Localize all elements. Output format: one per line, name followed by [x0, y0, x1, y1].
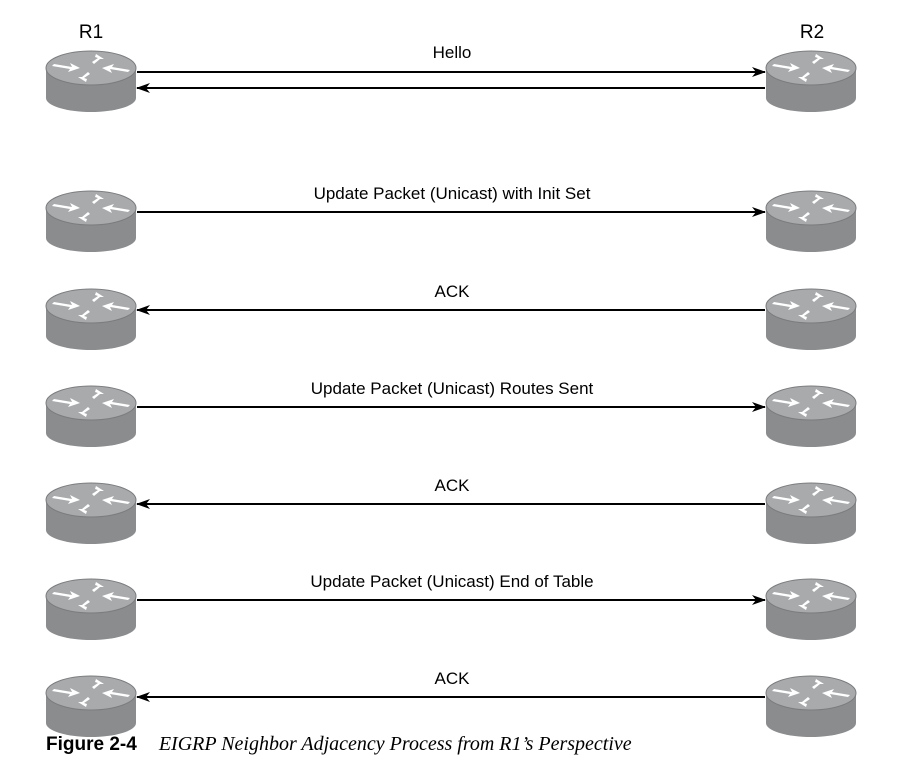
- router-r2-icon: [765, 50, 857, 113]
- router-r1-icon: [45, 578, 137, 641]
- router-r2-icon: [765, 675, 857, 738]
- router-r1-icon: [45, 675, 137, 738]
- router-r2-icon: [765, 190, 857, 253]
- router-r1-icon: [45, 288, 137, 351]
- caption-number: Figure 2-4: [46, 734, 137, 755]
- message-label: Update Packet (Unicast) Routes Sent: [311, 379, 594, 398]
- router-r2-label: R2: [800, 22, 824, 43]
- message-row: Update Packet (Unicast) with Init Set: [45, 184, 857, 253]
- message-row: ACK: [45, 282, 857, 351]
- router-r1-icon: [45, 385, 137, 448]
- router-r1-icon: [45, 190, 137, 253]
- message-label: Hello: [433, 43, 472, 62]
- message-label: ACK: [435, 476, 471, 495]
- router-r1-icon: [45, 50, 137, 113]
- router-r2-icon: [765, 578, 857, 641]
- figure-caption: Figure 2-4 EIGRP Neighbor Adjacency Proce…: [46, 733, 632, 756]
- message-row: Hello: [45, 43, 857, 113]
- router-r2-icon: [765, 482, 857, 545]
- router-r1-label: R1: [79, 22, 103, 43]
- message-row: ACK: [45, 476, 857, 545]
- message-row: Update Packet (Unicast) Routes Sent: [45, 379, 857, 448]
- caption-text: EIGRP Neighbor Adjacency Process from R1…: [158, 733, 632, 755]
- message-label: ACK: [435, 669, 471, 688]
- message-label: Update Packet (Unicast) End of Table: [310, 572, 593, 591]
- message-label: ACK: [435, 282, 471, 301]
- router-r2-icon: [765, 288, 857, 351]
- message-row: ACK: [45, 669, 857, 738]
- router-r1-icon: [45, 482, 137, 545]
- message-label: Update Packet (Unicast) with Init Set: [314, 184, 591, 203]
- router-r2-icon: [765, 385, 857, 448]
- message-row: Update Packet (Unicast) End of Table: [45, 572, 857, 641]
